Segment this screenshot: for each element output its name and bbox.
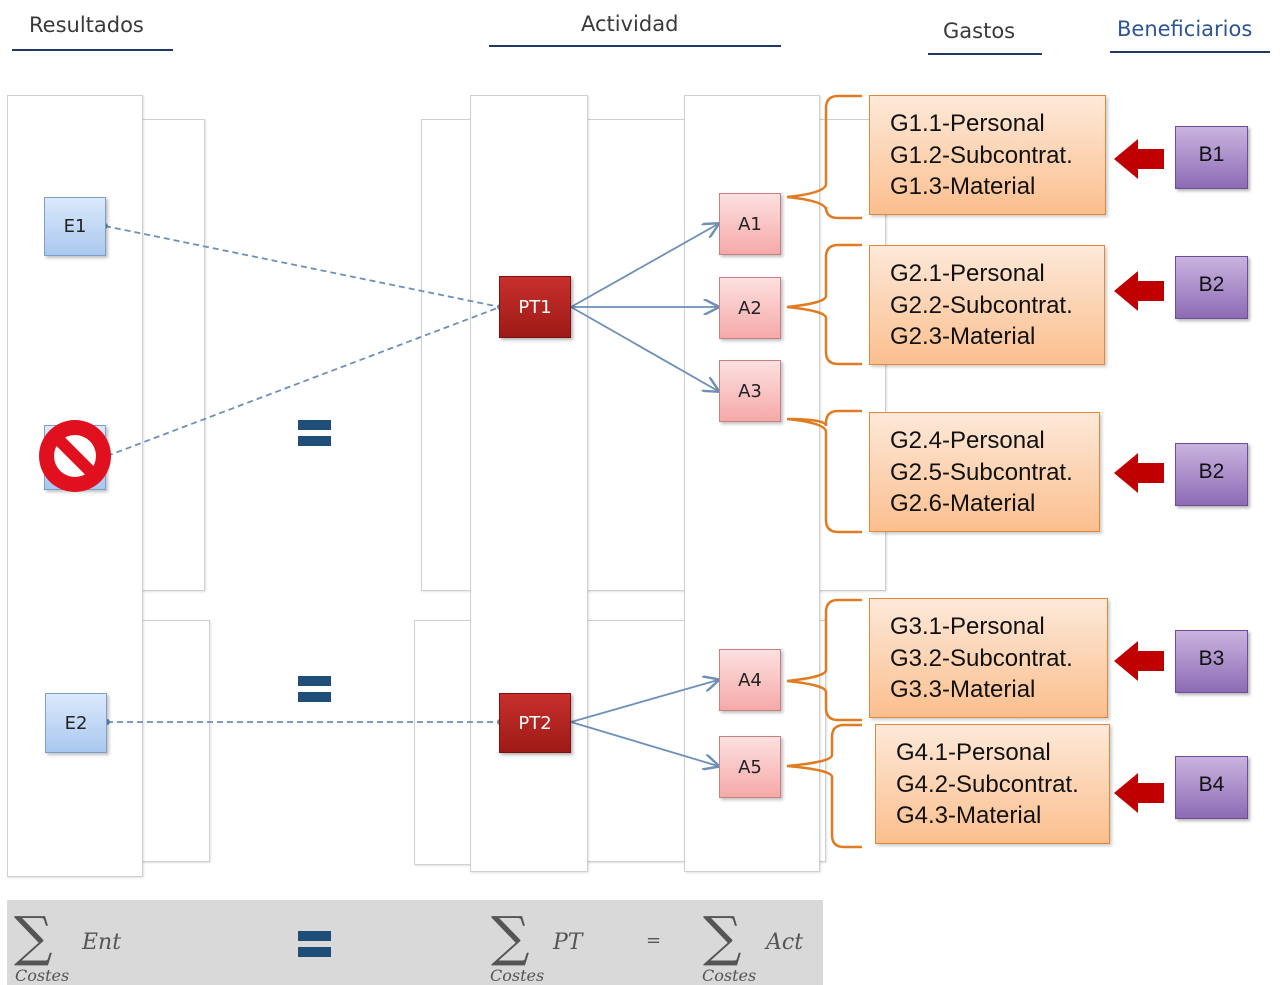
gasto-box-5: G4.1-Personal G4.2-Subcontrat. G4.3-Mate… xyxy=(875,724,1110,844)
sigma-ent-sub: Costes xyxy=(15,966,70,985)
gasto-box-3: G2.4-Personal G2.5-Subcontrat. G2.6-Mate… xyxy=(869,412,1100,532)
red-arrow-b2b xyxy=(1114,453,1164,493)
brace-g1 xyxy=(786,94,862,220)
gasto-line: G3.2-Subcontrat. xyxy=(890,644,1073,672)
red-arrow-b4 xyxy=(1114,773,1164,813)
brace-g5 xyxy=(786,723,862,849)
brace-g2 xyxy=(786,243,862,366)
beneficiario-b2[interactable]: B2 xyxy=(1175,256,1248,319)
sigma-pt: ∑ xyxy=(491,905,530,968)
actividad-a4[interactable]: A4 xyxy=(719,649,781,711)
entregable-e1[interactable]: E1 xyxy=(44,197,106,256)
formula-bar: ∑ Costes Ent ∑ Costes PT = ∑ Costes Act xyxy=(7,900,823,985)
gasto-line: G1.2-Subcontrat. xyxy=(890,141,1073,169)
red-arrow-b1 xyxy=(1114,139,1164,179)
entregable-e2[interactable]: E2 xyxy=(45,693,107,753)
gasto-box-4: G3.1-Personal G3.2-Subcontrat. G3.3-Mate… xyxy=(869,598,1108,718)
header-beneficiarios: Beneficiarios xyxy=(1117,17,1253,41)
formula-ent: Ent xyxy=(82,930,122,955)
actividad-a3[interactable]: A3 xyxy=(719,360,781,422)
gasto-line: G2.1-Personal xyxy=(890,260,1045,287)
brace-g3 xyxy=(786,409,862,534)
formula-act: Act xyxy=(766,930,804,955)
gasto-line: G1.3-Material xyxy=(890,173,1036,200)
sigma-act-sub: Costes xyxy=(702,966,757,985)
sigma-act: ∑ xyxy=(703,905,742,968)
link-blocked-pt1 xyxy=(106,306,501,457)
gasto-line: G3.1-Personal xyxy=(890,613,1045,640)
link-e1-pt1 xyxy=(104,225,501,308)
equals-sign-top xyxy=(298,420,331,452)
header-actividad-underline xyxy=(489,45,781,47)
sigma-ent: ∑ xyxy=(14,905,53,968)
brace-g4 xyxy=(786,598,862,722)
header-resultados: Resultados xyxy=(29,13,144,37)
header-gastos: Gastos xyxy=(943,19,1016,43)
beneficiario-b3[interactable]: B3 xyxy=(1175,630,1248,693)
paquete-pt1[interactable]: PT1 xyxy=(499,276,571,338)
actividad-a1[interactable]: A1 xyxy=(719,193,781,255)
header-gastos-underline xyxy=(928,53,1042,55)
gasto-line: G2.5-Subcontrat. xyxy=(890,458,1073,486)
gasto-line: G3.3-Material xyxy=(890,676,1036,703)
arrow-pt1-a3 xyxy=(570,306,718,391)
gasto-line: G2.4-Personal xyxy=(890,427,1045,454)
actividad-a5[interactable]: A5 xyxy=(719,736,781,798)
header-resultados-underline xyxy=(12,49,173,51)
gasto-line: G2.2-Subcontrat. xyxy=(890,291,1073,319)
sigma-pt-sub: Costes xyxy=(490,966,545,985)
gasto-line: G2.6-Material xyxy=(890,490,1036,517)
header-actividad: Actividad xyxy=(581,12,679,36)
equals-sign-formula xyxy=(298,931,331,963)
arrow-pt2-a5 xyxy=(570,721,718,766)
gasto-box-2: G2.1-Personal G2.2-Subcontrat. G2.3-Mate… xyxy=(869,245,1105,365)
gasto-box-1: G1.1-Personal G1.2-Subcontrat. G1.3-Mate… xyxy=(869,95,1106,215)
header-beneficiarios-underline xyxy=(1110,51,1270,53)
arrow-pt2-a4 xyxy=(570,680,718,723)
arrow-pt1-a1 xyxy=(570,224,718,308)
gasto-line: G4.2-Subcontrat. xyxy=(896,770,1079,798)
red-arrow-b3 xyxy=(1114,641,1164,681)
paquete-pt2[interactable]: PT2 xyxy=(499,693,571,753)
formula-equals: = xyxy=(646,930,662,951)
equals-sign-bottom xyxy=(298,676,331,708)
gasto-line: G4.3-Material xyxy=(896,802,1042,829)
beneficiario-b4[interactable]: B4 xyxy=(1175,756,1248,819)
gasto-line: G4.1-Personal xyxy=(896,739,1051,766)
gasto-line: G1.1-Personal xyxy=(890,110,1045,137)
actividad-a2[interactable]: A2 xyxy=(719,277,781,339)
red-arrow-b2a xyxy=(1114,271,1164,311)
formula-pt: PT xyxy=(553,930,583,955)
beneficiario-b2-second[interactable]: B2 xyxy=(1175,443,1248,506)
gasto-line: G2.3-Material xyxy=(890,323,1036,350)
beneficiario-b1[interactable]: B1 xyxy=(1175,126,1248,189)
